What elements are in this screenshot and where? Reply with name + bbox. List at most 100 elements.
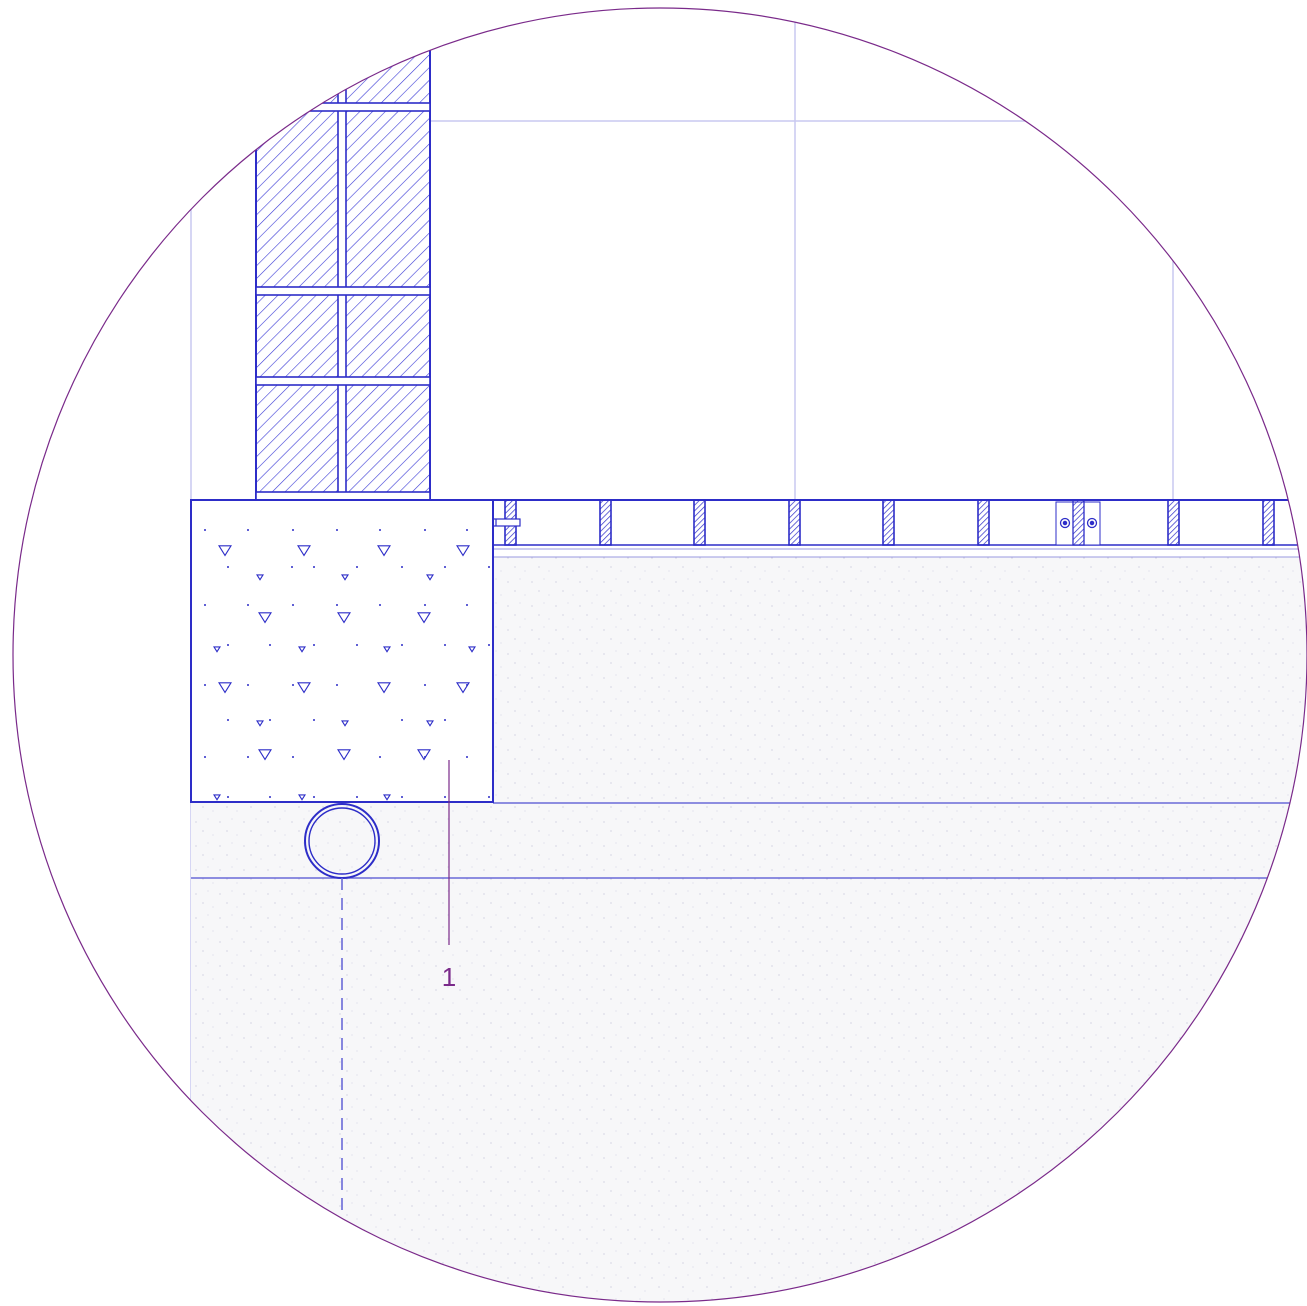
- aggregate-dot: [444, 719, 446, 721]
- aggregate-mark: [468, 646, 476, 653]
- aggregate-mark: [258, 612, 272, 624]
- aggregate-dot: [247, 756, 249, 758]
- aggregate-dot: [292, 684, 294, 686]
- aggregate-mark: [213, 646, 221, 653]
- aggregate-dot: [488, 644, 490, 646]
- aggregate-dot: [313, 719, 315, 721]
- aggregate-mark: [417, 612, 431, 624]
- aggregate-mark: [426, 720, 434, 727]
- sand-fill-upper: [493, 557, 1307, 803]
- joist-post: [1167, 499, 1180, 546]
- concrete-footing: [190, 499, 494, 803]
- aggregate-dot: [466, 604, 468, 606]
- aggregate-dot: [356, 644, 358, 646]
- aggregate-dot: [227, 644, 229, 646]
- aggregate-mark: [258, 749, 272, 761]
- drainage-layer: [191, 803, 1307, 878]
- aggregate-dot: [401, 719, 403, 721]
- joist-post: [1262, 499, 1275, 546]
- aggregate-dot: [269, 796, 271, 798]
- clipped-detail: [190, 8, 1307, 1302]
- aggregate-dot: [269, 644, 271, 646]
- aggregate-mark: [383, 646, 391, 653]
- aggregate-dot: [444, 644, 446, 646]
- aggregate-dot: [379, 529, 381, 531]
- aggregate-mark: [377, 682, 391, 694]
- aggregate-dot: [227, 719, 229, 721]
- aggregate-dot: [488, 566, 490, 568]
- aggregate-mark: [297, 682, 311, 694]
- aggregate-dot: [336, 604, 338, 606]
- aggregate-dot: [401, 644, 403, 646]
- aggregate-dot: [313, 796, 315, 798]
- aggregate-dot: [466, 756, 468, 758]
- aggregate-mark: [341, 720, 349, 727]
- aggregate-dot: [444, 566, 446, 568]
- joist-post: [977, 499, 990, 546]
- aggregate-mark: [337, 749, 351, 761]
- aggregate-dot: [379, 604, 381, 606]
- aggregate-mark: [337, 612, 351, 624]
- aggregate-mark: [456, 545, 470, 557]
- layer-lines: [191, 802, 1307, 879]
- aggregate-dot: [313, 644, 315, 646]
- aggregate-mark: [297, 545, 311, 557]
- aggregate-dot: [204, 529, 206, 531]
- aggregate-dot: [336, 684, 338, 686]
- aggregate-dot: [247, 529, 249, 531]
- joist-post: [788, 499, 801, 546]
- aggregate-mark: [426, 574, 434, 581]
- callout-label: 1: [442, 962, 456, 992]
- joist-post: [693, 499, 706, 546]
- floor-deck: [493, 499, 1307, 558]
- aggregate-dot: [247, 684, 249, 686]
- joist-post: [599, 499, 612, 546]
- aggregate-dot: [291, 566, 293, 568]
- aggregate-dot: [227, 566, 229, 568]
- aggregate-dot: [204, 756, 206, 758]
- aggregate-dot: [424, 604, 426, 606]
- aggregate-mark: [213, 794, 221, 801]
- aggregate-dot: [424, 684, 426, 686]
- aggregate-mark: [298, 794, 306, 801]
- bolted-connector: [1055, 499, 1101, 546]
- aggregate-dot: [356, 796, 358, 798]
- aggregate-dot: [292, 756, 294, 758]
- aggregate-mark: [341, 574, 349, 581]
- aggregate-dot: [292, 604, 294, 606]
- aggregate-dot: [227, 796, 229, 798]
- aggregate-dot: [424, 529, 426, 531]
- aggregate-dot: [336, 529, 338, 531]
- aggregate-mark: [218, 545, 232, 557]
- aggregate-dot: [313, 566, 315, 568]
- aggregate-dot: [466, 684, 468, 686]
- aggregate-dot: [269, 719, 271, 721]
- aggregate-dot: [379, 756, 381, 758]
- aggregate-dot: [204, 684, 206, 686]
- aggregate-mark: [218, 682, 232, 694]
- callout-1: 1: [442, 760, 456, 992]
- aggregate-mark: [456, 682, 470, 694]
- aggregate-dot: [204, 604, 206, 606]
- aggregate-mark: [256, 574, 264, 581]
- aggregate-mark: [377, 545, 391, 557]
- aggregate-mark: [383, 794, 391, 801]
- aggregate-dot: [466, 529, 468, 531]
- aggregate-dot: [356, 566, 358, 568]
- drain-pipe: [304, 803, 380, 1220]
- joist-post: [882, 499, 895, 546]
- aggregate-mark: [256, 720, 264, 727]
- detail-frame-circle: [12, 7, 1307, 1303]
- aggregate-dot: [247, 604, 249, 606]
- aggregate-mark: [417, 749, 431, 761]
- joist-posts: [504, 499, 1275, 546]
- aggregate-mark: [298, 646, 306, 653]
- aggregate-dot: [444, 796, 446, 798]
- hatched-wall: [255, 8, 431, 501]
- aggregate-dot: [401, 796, 403, 798]
- aggregate-dot: [401, 566, 403, 568]
- aggregate-dot: [292, 529, 294, 531]
- aggregate-dot: [488, 796, 490, 798]
- aggregate-dot: [424, 756, 426, 758]
